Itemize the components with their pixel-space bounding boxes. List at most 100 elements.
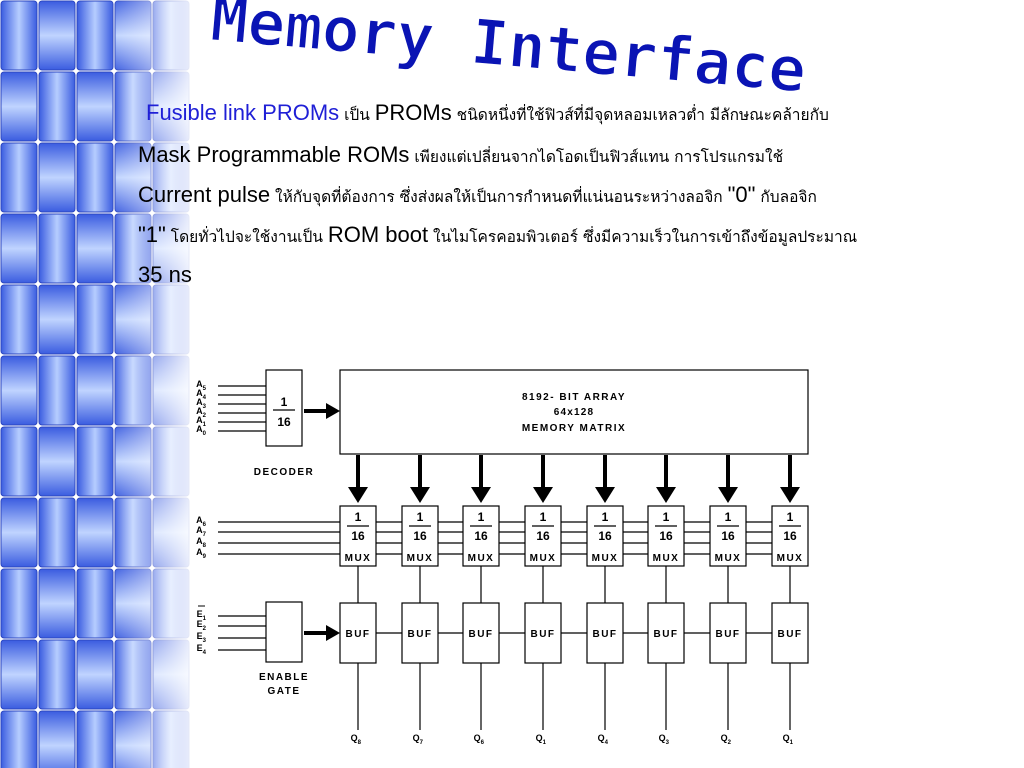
- enable-gate-label: ENABLE: [259, 672, 309, 683]
- mux-box: [339, 505, 377, 567]
- text-segment: Mask Programmable ROMs: [138, 142, 410, 167]
- matrix-to-mux-arrow-head: [471, 487, 491, 503]
- mux-label: MUX: [468, 553, 495, 564]
- address-input-label: A2: [196, 406, 207, 419]
- mux-fraction-denominator: 16: [659, 529, 673, 543]
- mux-address-label: A8: [196, 536, 207, 549]
- text-segment: กับลอจิก: [755, 188, 817, 206]
- address-input-label: A1: [196, 415, 207, 428]
- enable-input-label: E3: [197, 631, 207, 644]
- mux-fraction-numerator: 1: [540, 510, 547, 524]
- mux-box: [586, 505, 624, 567]
- slide-title: Memory Interface: [207, 0, 810, 100]
- matrix-to-mux-arrow-head: [595, 487, 615, 503]
- text-line: Fusible link PROMs เป็น PROMs ชนิดหนึ่งท…: [146, 100, 829, 127]
- enable-gate-label: GATE: [267, 686, 300, 697]
- enable-input-label: E1: [197, 609, 207, 622]
- mux-fraction-denominator: 16: [351, 529, 365, 543]
- mux-label: MUX: [715, 553, 742, 564]
- output-label: Q2: [721, 733, 732, 746]
- mux-fraction-denominator: 16: [783, 529, 797, 543]
- output-label: Q6: [474, 733, 485, 746]
- slide-title-text: Memory Interface: [208, 0, 809, 100]
- mux-fraction-numerator: 1: [355, 510, 362, 524]
- enable-input-label: E4: [197, 643, 207, 656]
- buffer-label: BUF: [530, 629, 555, 640]
- mux-fraction-numerator: 1: [663, 510, 670, 524]
- mux-fraction-denominator: 16: [721, 529, 735, 543]
- mux-fraction-denominator: 16: [413, 529, 427, 543]
- mux-box: [709, 505, 747, 567]
- enable-arrow-head: [326, 625, 340, 641]
- output-label: Q4: [598, 733, 609, 746]
- text-line: 35 ns: [138, 262, 192, 288]
- memory-array-title: 8192- BIT ARRAY: [522, 392, 626, 403]
- mux-box: [647, 505, 685, 567]
- text-segment: ชนิดหนึ่งที่ใช้ฟิวส์ที่มีจุดหลอมเหลวต่ำ …: [451, 106, 829, 124]
- decoder-fraction-numerator: 1: [281, 395, 288, 409]
- mux-fraction-numerator: 1: [478, 510, 485, 524]
- output-label: Q8: [351, 733, 362, 746]
- mux-box: [401, 505, 439, 567]
- buffer-label: BUF: [653, 629, 678, 640]
- matrix-to-mux-arrow-head: [533, 487, 553, 503]
- mux-label: MUX: [345, 553, 372, 564]
- memory-array-subtitle: MEMORY MATRIX: [522, 423, 626, 434]
- output-label: Q7: [413, 733, 424, 746]
- output-label: Q1: [536, 733, 547, 746]
- text-segment: เพียงแต่เปลี่ยนจากไดโอดเป็นฟิวส์แทน การโ…: [409, 148, 784, 166]
- matrix-to-mux-arrow-head: [410, 487, 430, 503]
- buffer-label: BUF: [345, 629, 370, 640]
- mux-fraction-numerator: 1: [602, 510, 609, 524]
- matrix-to-mux-arrow-head: [718, 487, 738, 503]
- mux-fraction-denominator: 16: [536, 529, 550, 543]
- buffer-box: [771, 602, 809, 664]
- decoder-arrow-head: [326, 403, 340, 419]
- decoder-fraction-denominator: 16: [277, 415, 291, 429]
- mux-address-label: A6: [196, 515, 207, 528]
- text-segment: Current pulse: [138, 182, 271, 207]
- matrix-to-mux-arrow-head: [656, 487, 676, 503]
- buffer-label: BUF: [777, 629, 802, 640]
- matrix-to-mux-arrow-head: [780, 487, 800, 503]
- mux-fraction-numerator: 1: [787, 510, 794, 524]
- mux-box: [524, 505, 562, 567]
- buffer-label: BUF: [468, 629, 493, 640]
- text-segment: "0": [727, 182, 756, 207]
- mux-label: MUX: [407, 553, 434, 564]
- enable-input-label: E2: [197, 619, 207, 632]
- text-line: Mask Programmable ROMs เพียงแต่เปลี่ยนจา…: [138, 142, 783, 169]
- memory-array-size: 64x128: [554, 407, 595, 418]
- buffer-label: BUF: [715, 629, 740, 640]
- mux-label: MUX: [592, 553, 619, 564]
- buffer-label: BUF: [592, 629, 617, 640]
- decoder-label: DECODER: [254, 467, 315, 478]
- matrix-to-mux-arrow-head: [348, 487, 368, 503]
- mux-fraction-denominator: 16: [598, 529, 612, 543]
- mux-address-label: A9: [196, 547, 207, 560]
- text-segment: PROMs: [374, 100, 452, 125]
- address-input-label: A4: [196, 388, 207, 401]
- address-input-label: A5: [196, 379, 207, 392]
- buffer-box: [524, 602, 562, 664]
- text-segment: 35 ns: [138, 262, 192, 287]
- mux-label: MUX: [530, 553, 557, 564]
- text-segment: "1": [138, 222, 166, 247]
- buffer-box: [586, 602, 624, 664]
- mux-fraction-numerator: 1: [725, 510, 732, 524]
- text-segment: ในไมโครคอมพิวเตอร์ ซึ่งมีความเร็วในการเข…: [428, 228, 858, 246]
- mux-address-label: A7: [196, 525, 207, 538]
- output-label: Q1: [783, 733, 794, 746]
- enable-gate-box: [265, 601, 303, 663]
- mux-label: MUX: [653, 553, 680, 564]
- text-segment: โดยทั่วไปจะใช้งานเป็น: [165, 228, 328, 246]
- text-segment: เป็น: [339, 106, 375, 124]
- text-line: "1" โดยทั่วไปจะใช้งานเป็น ROM boot ในไมโ…: [138, 222, 857, 249]
- buffer-box: [462, 602, 500, 664]
- mux-box: [462, 505, 500, 567]
- decoder-box: [265, 369, 303, 447]
- mux-label: MUX: [777, 553, 804, 564]
- text-segment: Fusible link PROMs: [146, 100, 340, 125]
- text-line: Current pulse ให้กับจุดที่ต้องการ ซึ่งส่…: [138, 182, 817, 209]
